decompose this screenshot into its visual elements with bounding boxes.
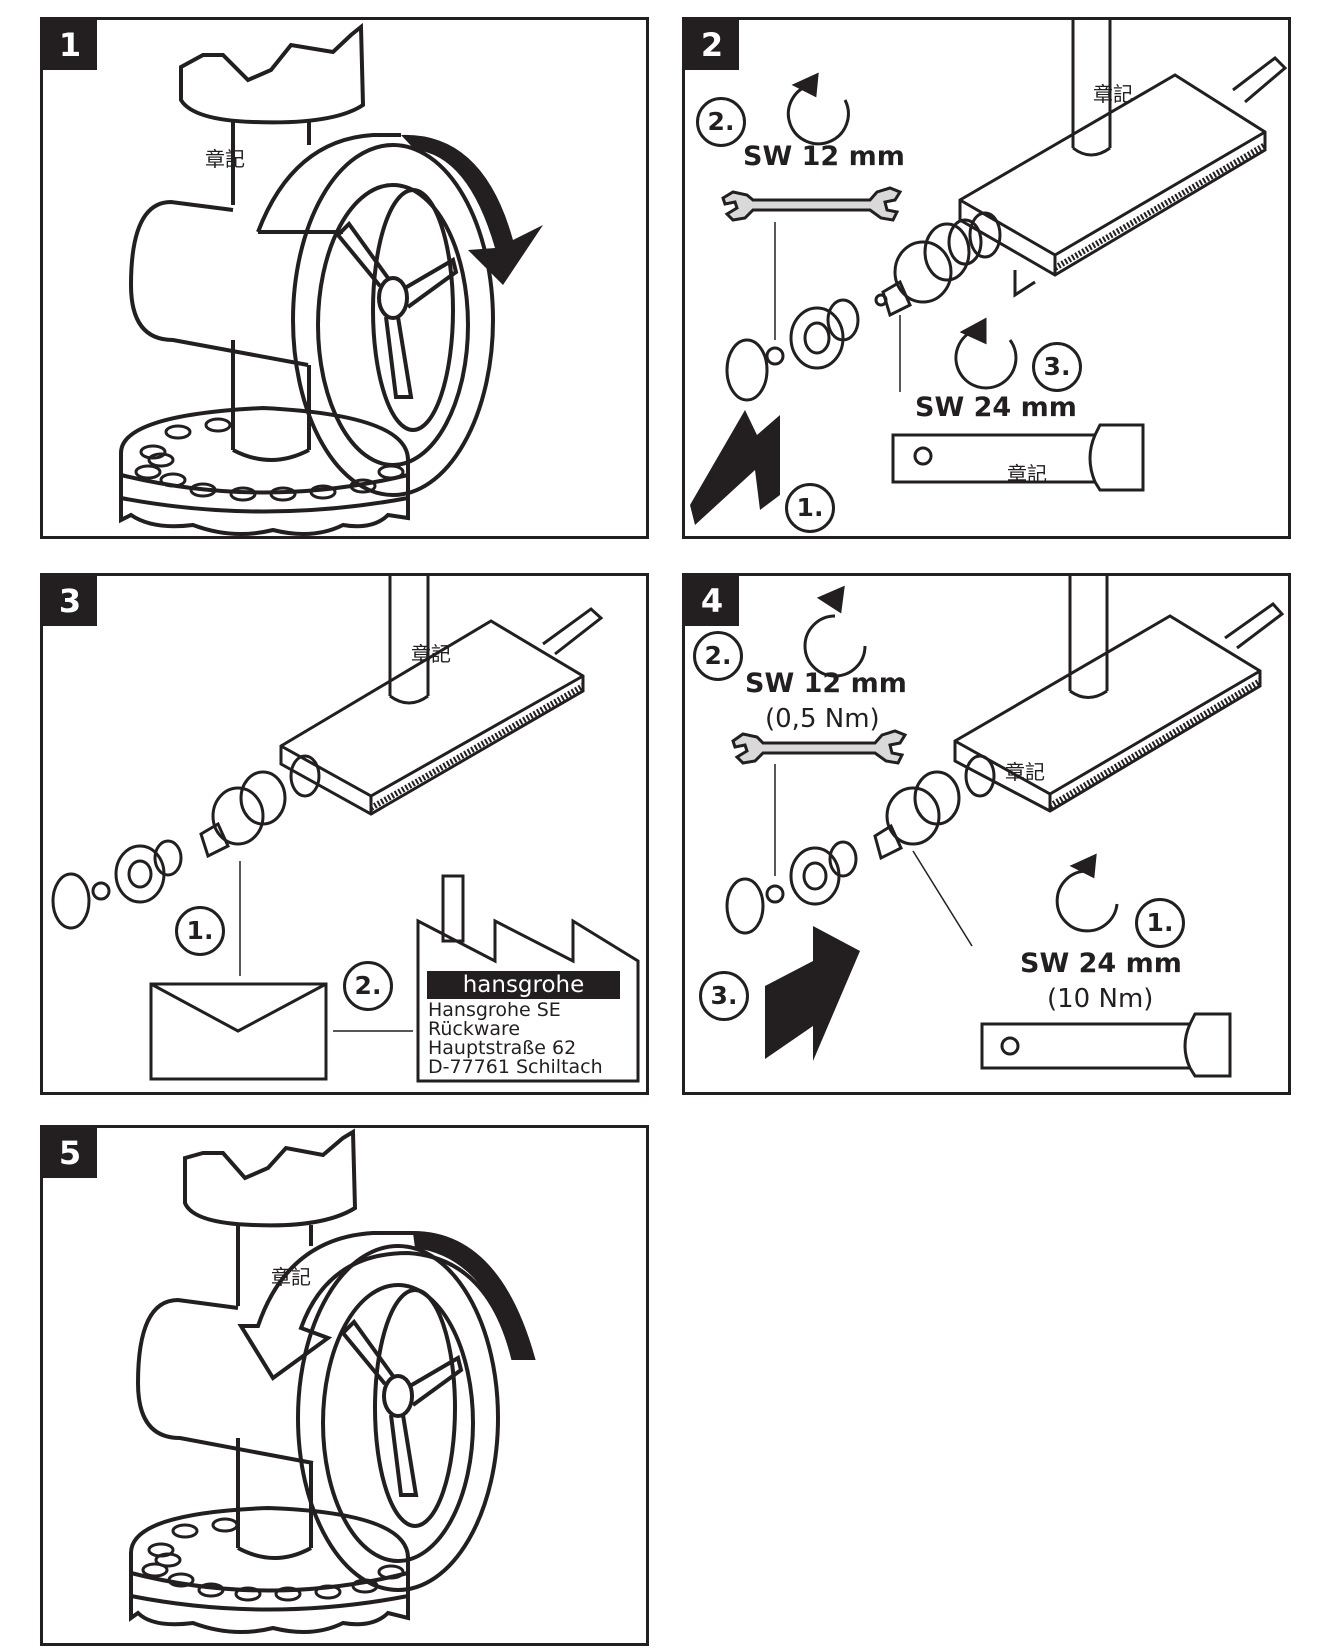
bearing-ring: [789, 306, 845, 370]
valve-illustration: [119, 22, 543, 536]
upper-pipe-flange: [179, 22, 366, 125]
step-panel-5: 5 章記: [40, 1125, 649, 1646]
rotation-arrow-counterclockwise: [237, 1231, 536, 1381]
step-marker-1: 1.: [175, 906, 225, 956]
handwheel-spokes: [340, 1318, 464, 1497]
step-panel-1: 1 章記: [40, 17, 649, 539]
torque-value-24: (10 Nm): [1047, 984, 1154, 1014]
thermostat-cartridge: [873, 770, 961, 861]
step-marker-2: 2.: [696, 97, 746, 147]
rotation-arrow-cw-lower: [1055, 869, 1119, 933]
stamp-mark: 章記: [1005, 760, 1045, 784]
thread-ring: [828, 840, 858, 878]
pull-out-arrow: [690, 410, 780, 525]
step-panel-3: 3 1. 2. hansgrohe Hansgrohe SE Rückware …: [40, 573, 649, 1095]
thread-ring: [153, 839, 183, 877]
step-number-badge: 5: [43, 1128, 97, 1178]
step-panel-2: 2 2.: [682, 17, 1291, 539]
cover-cap: [725, 877, 765, 935]
step-number-badge: 4: [685, 576, 739, 626]
thermostat-install-illustration: [725, 576, 1285, 1078]
shower-body-box: [279, 619, 585, 816]
wrench-size-24: SW 24 mm: [1020, 948, 1182, 979]
shower-body-box: [953, 614, 1262, 813]
cover-cap: [725, 338, 769, 402]
handwheel-hub: [382, 1374, 414, 1418]
horizontal-pipe: [135, 1297, 314, 1465]
thread-ring: [826, 298, 860, 342]
stamp-mark: 章記: [1007, 462, 1047, 486]
upper-pipe-flange: [183, 1128, 358, 1228]
bearing-ring: [114, 844, 166, 904]
step-marker-3: 3.: [1032, 342, 1082, 392]
socket-wrench: [891, 423, 1145, 492]
open-end-wrench: [721, 186, 903, 222]
handwheel-hub: [377, 276, 409, 320]
rotation-arrow-ccw-upper: [786, 83, 850, 146]
bearing-ring: [789, 846, 841, 906]
handwheel-rim-outer: [291, 143, 495, 497]
stamp-mark: 章記: [1093, 82, 1133, 106]
brand-logo: hansgrohe: [427, 971, 620, 999]
flange-bolts: [134, 417, 405, 502]
open-end-wrench: [731, 729, 908, 765]
stamp-mark: 章記: [205, 147, 245, 171]
wrench-size-24: SW 24 mm: [915, 392, 1077, 423]
step-marker-1: 1.: [785, 483, 835, 533]
rotation-arrow-cw-upper: [803, 614, 867, 678]
base-flange: [119, 405, 410, 536]
return-shipment-illustration: [51, 576, 640, 1083]
handwheel-spokes: [335, 220, 459, 399]
push-in-arrow: [765, 926, 860, 1061]
address-line: D-77761 Schiltach: [428, 1056, 603, 1078]
step-number-badge: 3: [43, 576, 97, 626]
torque-value-12: (0,5 Nm): [765, 704, 880, 734]
thermostat-cartridge: [199, 770, 287, 859]
step-marker-1: 1.: [1135, 898, 1185, 948]
step-marker-2: 2.: [343, 961, 393, 1011]
step-marker-2: 2.: [693, 631, 743, 681]
handwheel-rim-inner: [316, 183, 470, 467]
step-panel-4: 4 2. SW 12 mm (0,5 Nm) 1. SW 24 mm (10 N…: [682, 573, 1291, 1095]
return-address: Hansgrohe SE Rückware Hauptstraße 62 D-7…: [428, 1001, 603, 1077]
base-flange: [129, 1505, 410, 1634]
envelope-icon: [149, 982, 328, 1081]
address-line: Hansgrohe SE: [428, 999, 561, 1021]
cover-cap: [51, 872, 91, 930]
rotation-arrow-ccw-lower: [954, 328, 1018, 390]
handwheel-rim-inner: [321, 1283, 475, 1563]
rotation-arrow-clockwise: [401, 134, 543, 285]
handwheel-rim-outer: [296, 1244, 500, 1592]
wrench-size-12: SW 12 mm: [745, 668, 907, 699]
horizontal-pipe: [128, 199, 309, 367]
nut: [765, 346, 785, 366]
thermostat-removal-illustration: [690, 20, 1288, 525]
valve-illustration: [129, 1128, 536, 1634]
nut: [765, 884, 785, 904]
stamp-mark: 章記: [271, 1265, 311, 1289]
address-line: Rückware: [428, 1018, 521, 1040]
stamp-mark: 章記: [411, 642, 451, 666]
step-number-badge: 1: [43, 20, 97, 70]
wrench-size-12: SW 12 mm: [743, 141, 905, 172]
step-marker-3: 3.: [699, 971, 749, 1021]
socket-wrench: [980, 1012, 1232, 1078]
address-line: Hauptstraße 62: [428, 1037, 577, 1059]
nut: [91, 881, 111, 901]
step-number-badge: 2: [685, 20, 739, 70]
thermostat-cartridge: [874, 218, 983, 318]
